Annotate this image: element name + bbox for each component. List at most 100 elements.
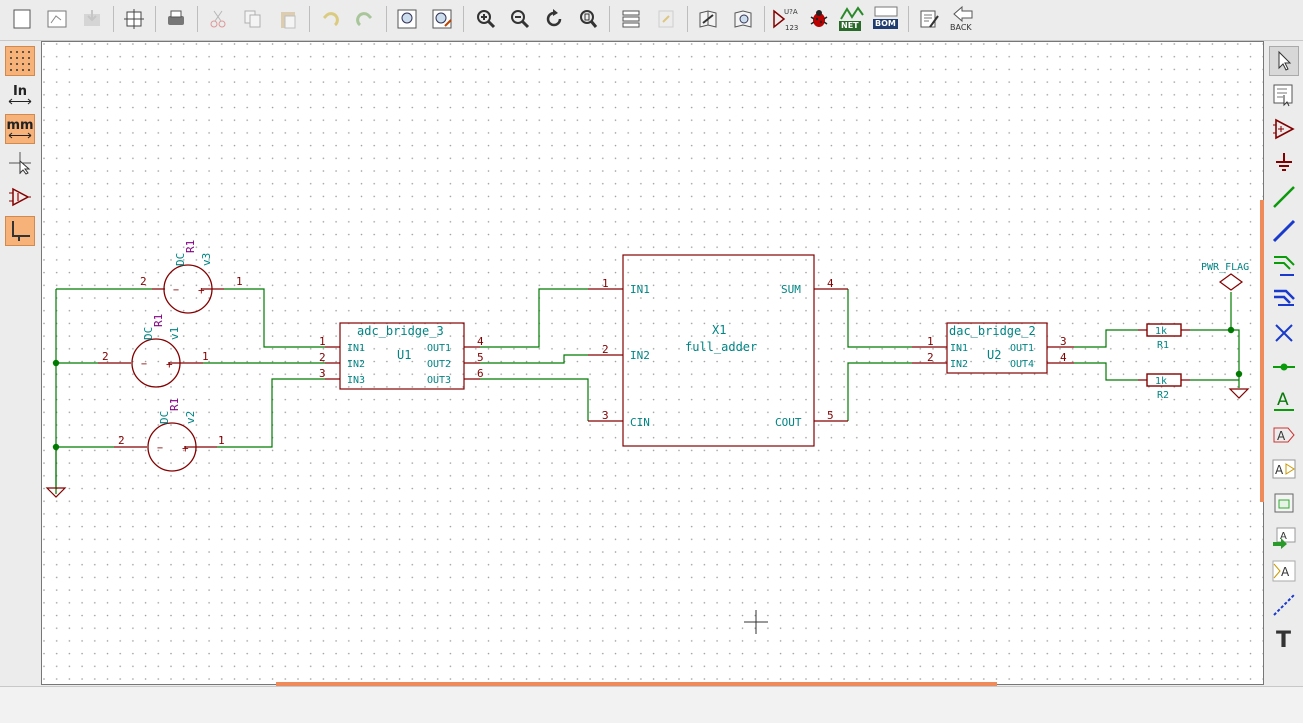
paste-icon[interactable] [274,5,302,33]
component-full-adder[interactable]: X1 full_adder IN1 IN2 CIN SUM COUT 1 2 3… [588,254,848,447]
undo-icon[interactable] [316,5,344,33]
graphic-text-icon[interactable]: T [1269,624,1299,654]
horizontal-scrollbar[interactable] [276,682,997,686]
place-hier-pin-icon[interactable]: A [1269,556,1299,586]
cursor-shape-icon[interactable] [5,148,35,178]
svg-text:−: − [157,443,163,454]
wire-out3-to-adder-cin[interactable] [480,378,589,421]
back-icon[interactable]: BACK [948,5,980,33]
svg-text:T: T [1276,628,1291,651]
library-browser-icon[interactable] [729,5,757,33]
resistor-r2[interactable]: 1k R2 [1138,373,1190,401]
leave-sheet-icon[interactable] [652,5,680,33]
annotate-subtext: 123 [785,24,798,32]
source-ref: v3 [200,253,213,266]
find-icon[interactable] [393,5,421,33]
pin-name: IN2 [630,349,650,362]
ground-symbols [45,380,1250,498]
pin-name: IN1 [630,283,650,296]
grid-toggle-icon[interactable] [5,46,35,76]
place-power-icon[interactable] [1269,148,1299,178]
component-name: dac_bridge_2 [949,324,1036,338]
bom-icon[interactable]: BOM [872,5,900,33]
cut-icon[interactable] [204,5,232,33]
component-adc-bridge[interactable]: adc_bridge_3 U1 IN1 IN2 IN3 OUT1 OUT2 OU… [319,322,484,390]
place-net-label-icon[interactable]: A [1269,386,1299,416]
pin-num: 3 [319,367,326,380]
svg-text:+: + [166,358,173,371]
source-value: DC [142,327,155,340]
netlist-label: NET [839,21,861,31]
resistor-r1[interactable]: 1k R1 [1138,323,1190,351]
erc-bug-icon[interactable] [805,5,833,33]
new-schematic-icon[interactable] [8,5,36,33]
zoom-fit-icon[interactable] [574,5,602,33]
main-toolbar: U?A 123 NET BOM BACK [0,0,1303,41]
import-hier-pin-icon[interactable]: A [1269,522,1299,552]
no-connect-flag-icon[interactable] [1269,318,1299,348]
wire-v2-to-in3[interactable] [217,378,325,448]
schematic-canvas[interactable]: − + 2 1 DC R1 v3 − + 2 1 DC R1 v1 [41,41,1264,685]
voltage-source-v3[interactable]: − + 2 1 DC R1 v3 [140,240,243,314]
resistor-value: 1k [1155,326,1167,337]
page-settings-icon[interactable] [120,5,148,33]
select-cursor-icon[interactable] [1269,46,1299,76]
find-replace-icon[interactable] [428,5,456,33]
open-schematic-icon[interactable] [43,5,71,33]
edit-footprint-icon[interactable] [915,5,943,33]
redo-icon[interactable] [351,5,379,33]
place-junction-icon[interactable] [1269,352,1299,382]
voltage-source-v1[interactable]: − + 2 1 DC R1 v1 [98,314,209,388]
units-inch-icon[interactable]: In [5,80,35,110]
power-flag[interactable]: PWR_FLAG [1201,262,1249,291]
ground-symbol-left[interactable] [45,487,67,498]
wire-sum-to-dac-in1[interactable] [847,289,912,348]
highlight-net-icon[interactable] [1269,80,1299,110]
pin-name: IN2 [950,359,968,370]
library-editor-icon[interactable] [694,5,722,33]
place-component-icon[interactable] [1269,114,1299,144]
wire-dac-out4-to-r2[interactable] [1074,362,1138,381]
component-dac-bridge[interactable]: dac_bridge_2 U2 IN1 IN2 OUT1 OUT4 1 2 3 … [912,322,1074,374]
place-bus-icon[interactable] [1269,216,1299,246]
annotate-icon[interactable]: U?A 123 [771,5,799,33]
zoom-out-icon[interactable] [506,5,534,33]
pin-num: 2 [118,434,125,447]
vertical-scrollbar[interactable] [1260,200,1264,502]
zoom-in-icon[interactable] [472,5,500,33]
units-mm-label: mm [6,118,34,133]
pin-num: 4 [1060,351,1067,364]
wire-v3-to-in1[interactable] [224,288,325,348]
print-icon[interactable] [162,5,190,33]
junction-dot [1227,326,1235,334]
place-wire-icon[interactable] [1269,182,1299,212]
copy-icon[interactable] [239,5,267,33]
save-icon[interactable] [78,5,106,33]
wire-cout-to-dac-in2[interactable] [847,362,912,421]
pin-num: 1 [602,277,609,290]
redraw-icon[interactable] [540,5,568,33]
wire-out1-to-adder-in1[interactable] [480,288,588,348]
netlist-icon[interactable]: NET [838,5,866,33]
bus-to-bus-entry-icon[interactable] [1269,284,1299,314]
wire-dac-out1-to-r1[interactable] [1074,329,1138,348]
pin-num: 6 [477,367,484,380]
hierarchy-navigator-icon[interactable] [617,5,645,33]
place-hier-sheet-icon[interactable] [1269,488,1299,518]
annotate-text: U?A [784,8,798,16]
place-hier-label-icon[interactable]: A [1269,454,1299,484]
source-model: R1 [168,398,181,411]
pin-num: 2 [319,351,326,364]
pin-num: 5 [477,351,484,364]
wire-out2-to-adder-in2[interactable] [480,354,588,364]
units-mm-icon[interactable]: mm [5,114,35,144]
ground-symbol-right[interactable] [1228,388,1250,399]
orthogonal-wire-icon[interactable] [5,216,35,246]
wire-to-bus-entry-icon[interactable] [1269,250,1299,280]
voltage-source-v2[interactable]: − + 2 1 DC R1 v2 [114,398,225,472]
graphic-line-icon[interactable] [1269,590,1299,620]
place-global-label-icon[interactable]: A [1269,420,1299,450]
hidden-pins-icon[interactable] [5,182,35,212]
wire-r-right-node[interactable] [1190,329,1240,380]
component-ref: X1 [712,323,726,337]
